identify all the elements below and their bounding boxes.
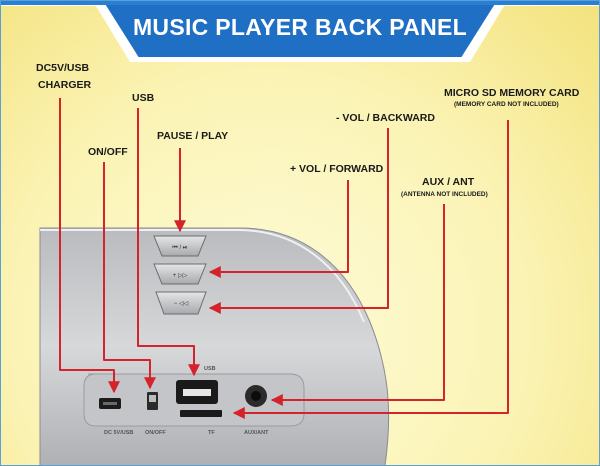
callout-arrows bbox=[59, 98, 509, 419]
micro-sd-slot[interactable] bbox=[180, 410, 222, 417]
label-pause-play: PAUSE / PLAY bbox=[157, 130, 229, 142]
usb-port[interactable] bbox=[176, 380, 218, 404]
arrow-vol-forward bbox=[208, 180, 349, 278]
label-charger-line1: DC5V/USB bbox=[36, 62, 90, 74]
arrow-vol-backward bbox=[208, 128, 389, 314]
pause-play-button[interactable]: ⏮ / ⏯ bbox=[153, 235, 207, 257]
arrow-micro-sd bbox=[232, 120, 509, 419]
arrow-aux bbox=[270, 204, 445, 406]
svg-text:− ◁◁: − ◁◁ bbox=[174, 301, 189, 307]
panel-label-tf: TF bbox=[208, 430, 215, 436]
label-vol-forward: + VOL / FORWARD bbox=[290, 163, 384, 175]
vol-backward-button[interactable]: − ◁◁ bbox=[155, 291, 207, 315]
vol-forward-button[interactable]: + ▷▷ bbox=[153, 263, 207, 285]
svg-text:+ ▷▷: + ▷▷ bbox=[173, 273, 188, 279]
label-usb: USB bbox=[132, 92, 155, 104]
label-vol-backward: - VOL / BACKWARD bbox=[336, 112, 435, 124]
panel-label-dc5v-usb: DC 5V/USB bbox=[104, 430, 134, 436]
label-on-off: ON/OFF bbox=[88, 146, 128, 158]
mini-usb-port[interactable] bbox=[99, 398, 121, 409]
arrow-charger bbox=[59, 98, 120, 394]
label-aux-ant: AUX / ANT bbox=[422, 176, 475, 188]
label-aux-ant-note: (ANTENNA NOT INCLUDED) bbox=[401, 191, 488, 198]
svg-text:⏮ / ⏯: ⏮ / ⏯ bbox=[172, 245, 187, 251]
label-micro-sd: MICRO SD MEMORY CARD bbox=[444, 87, 580, 99]
label-charger-line2: CHARGER bbox=[38, 79, 92, 91]
arrow-usb bbox=[137, 108, 200, 377]
page-title: MUSIC PLAYER BACK PANEL bbox=[132, 14, 468, 40]
panel-label-usb: USB bbox=[204, 366, 216, 372]
arrow-on-off bbox=[103, 162, 156, 390]
panel-label-on-off: ON/OFF bbox=[145, 430, 166, 436]
aux-jack[interactable] bbox=[245, 385, 267, 407]
title-banner bbox=[0, 0, 600, 62]
on-off-switch[interactable] bbox=[147, 392, 158, 410]
panel-label-aux-ant: AUX/ANT bbox=[244, 430, 269, 436]
label-micro-sd-note: (MEMORY CARD NOT INCLUDED) bbox=[454, 101, 559, 108]
